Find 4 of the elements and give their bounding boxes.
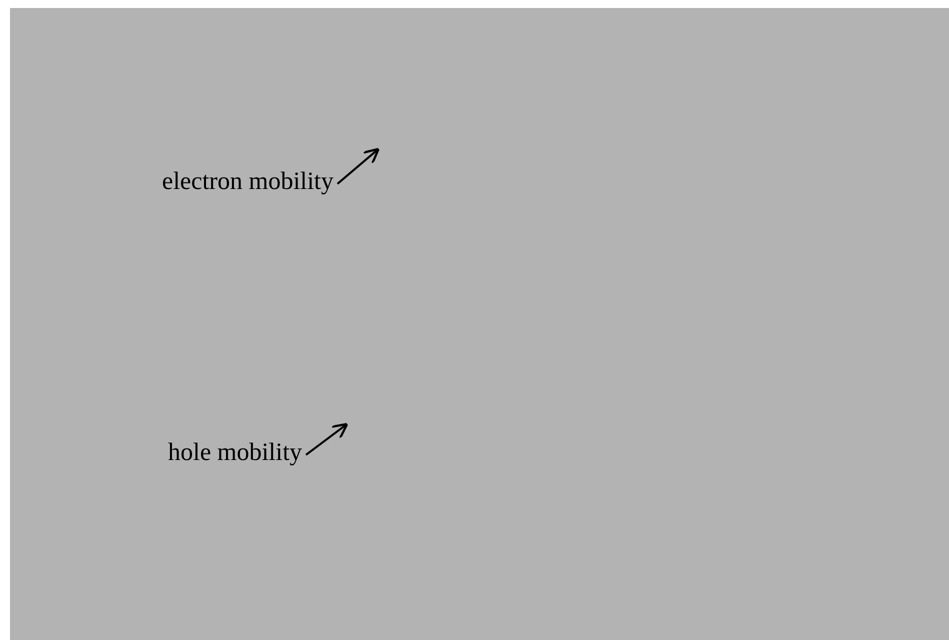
arrow (305, 422, 348, 456)
text-label: electron mobility (162, 168, 334, 197)
text-label: hole mobility (168, 439, 302, 468)
arrow (336, 148, 380, 185)
